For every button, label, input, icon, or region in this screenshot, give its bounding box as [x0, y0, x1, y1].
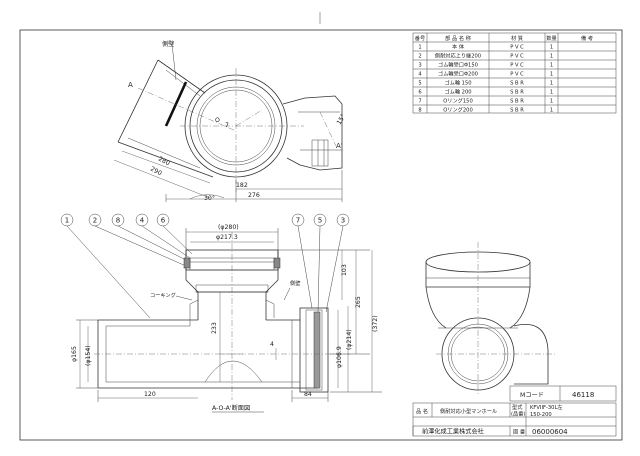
- dim-233: 233: [211, 322, 218, 334]
- parts-row-material: P V C: [510, 45, 524, 51]
- parts-table: 番号 部 品 名 称 材 質 数量 備 考 1 本 体 P V C 1 2 側耐対応上り継…: [412, 32, 617, 114]
- label-a: A: [128, 81, 133, 89]
- drawing-frame: [19, 29, 623, 441]
- parts-row-material: S B R: [510, 81, 524, 87]
- parts-row-qty: 1: [550, 45, 553, 51]
- parts-row-no: 7: [418, 99, 421, 105]
- balloon-label: 7: [296, 217, 300, 225]
- parts-row-name: Oリング200: [443, 106, 473, 114]
- parts-row-no: 2: [418, 54, 421, 60]
- parts-row-name: 本 体: [452, 43, 465, 51]
- parts-row-no: 3: [418, 63, 421, 69]
- parts-row-no: 4: [418, 72, 422, 78]
- balloon-label: 1: [65, 217, 69, 225]
- drawing-no-label: 図 番: [513, 429, 526, 436]
- plan-view: A 側壁 O 7 A' 15° 280 290 30°: [113, 40, 347, 202]
- dim-phi165: φ165: [71, 346, 78, 362]
- section-caption: A-O-A'断面図: [212, 404, 250, 412]
- side-view: [425, 242, 556, 396]
- parts-row-qty: 1: [550, 108, 553, 114]
- dim-276: 276: [248, 192, 260, 199]
- parts-row-name: ゴム輪受口Φ200: [438, 70, 478, 78]
- parts-row-material: S B R: [510, 99, 524, 105]
- dim-265: 265: [355, 296, 362, 308]
- parts-header-material: 材 質: [511, 34, 523, 42]
- balloon-label: 2: [93, 217, 97, 225]
- type-label-sub: (品番): [511, 411, 525, 418]
- balloon-label: 6: [161, 217, 166, 225]
- parts-row-no: 6: [418, 90, 421, 96]
- m-code-value: 46118: [572, 391, 594, 399]
- wall-mark: [164, 81, 188, 127]
- parts-row-qty: 1: [550, 81, 553, 87]
- title-block: Mコード 46118 品 名 側耐対応小型マンホール 型式 (品番) KFVII…: [412, 385, 617, 437]
- parts-row-material: S B R: [510, 90, 524, 96]
- dim-phi280: (φ280): [218, 224, 239, 231]
- balloon-label: 5: [318, 217, 322, 225]
- note-caulking: コーキング: [150, 291, 176, 299]
- dim-372: (372): [372, 315, 379, 332]
- angle-30: 30°: [204, 194, 215, 202]
- center-o: O: [215, 117, 220, 124]
- dim-phi106: φ106.9: [336, 346, 343, 368]
- parts-row-qty: 1: [550, 99, 553, 105]
- parts-row-name: ゴム輪 200: [444, 88, 471, 96]
- balloon-label: 4: [140, 217, 145, 225]
- parts-row-material: S B R: [510, 108, 524, 114]
- dim-280: 280: [157, 156, 171, 168]
- note-wall-section: 側壁: [290, 279, 300, 287]
- dim-290: 290: [149, 166, 163, 178]
- parts-row-no: 1: [418, 45, 421, 51]
- parts-row-no: 8: [418, 108, 421, 114]
- angle-15: 15°: [335, 113, 347, 126]
- m-code-label: Mコード: [520, 392, 544, 399]
- parts-row-qty: 1: [550, 72, 553, 78]
- parts-header-qty: 数量: [546, 34, 556, 42]
- parts-header-note: 備 考: [581, 34, 593, 42]
- parts-row-name: Oリング150: [443, 97, 473, 105]
- dim-phi217: φ217.3: [216, 234, 238, 241]
- label-a-prime: A': [336, 142, 343, 150]
- parts-row-material: P V C: [510, 72, 524, 78]
- parts-row-qty: 1: [550, 90, 553, 96]
- parts-row-name: ゴム輪 150: [444, 79, 471, 87]
- parts-header-no: 番号: [415, 35, 425, 42]
- parts-row-material: P V C: [510, 63, 524, 69]
- parts-row-name: 側耐対応上り継200: [435, 52, 481, 60]
- dim-182: 182: [236, 182, 248, 189]
- parts-header-name: 部 品 名 称: [445, 34, 471, 42]
- dim-phi154: (φ154): [85, 345, 92, 366]
- parts-row-qty: 1: [550, 54, 553, 60]
- parts-row-no: 5: [418, 81, 421, 87]
- parts-row-qty: 1: [550, 63, 553, 69]
- type-value-2: 150-200: [530, 412, 552, 418]
- type-label: 型式: [512, 403, 523, 411]
- type-value-1: KFVIIF-30L左: [530, 403, 563, 411]
- company-name: 前澤化成工業株式会社: [422, 428, 484, 436]
- parts-row-name: ゴム輪受口Φ150: [438, 61, 478, 69]
- dim-103: 103: [341, 264, 348, 276]
- dim-120: 120: [144, 391, 156, 398]
- center-7: 7: [225, 122, 229, 129]
- parts-rows: 1 本 体 P V C 1 2 側耐対応上り継200 P V C 1 3 ゴム輪受口Φ150 P V…: [418, 43, 553, 114]
- balloon-label: 3: [341, 217, 345, 225]
- drawing-no-value: 06000604: [532, 428, 568, 436]
- parts-row-material: P V C: [510, 54, 524, 60]
- dim-4: 4: [270, 341, 274, 348]
- wall-note: 側壁: [162, 40, 174, 48]
- dim-84: 84: [304, 391, 312, 398]
- name-label: 品 名: [416, 407, 428, 415]
- balloon-label: 8: [116, 217, 120, 225]
- name-value: 側耐対応小型マンホール: [440, 407, 497, 415]
- dim-phi214: (φ214): [346, 329, 353, 350]
